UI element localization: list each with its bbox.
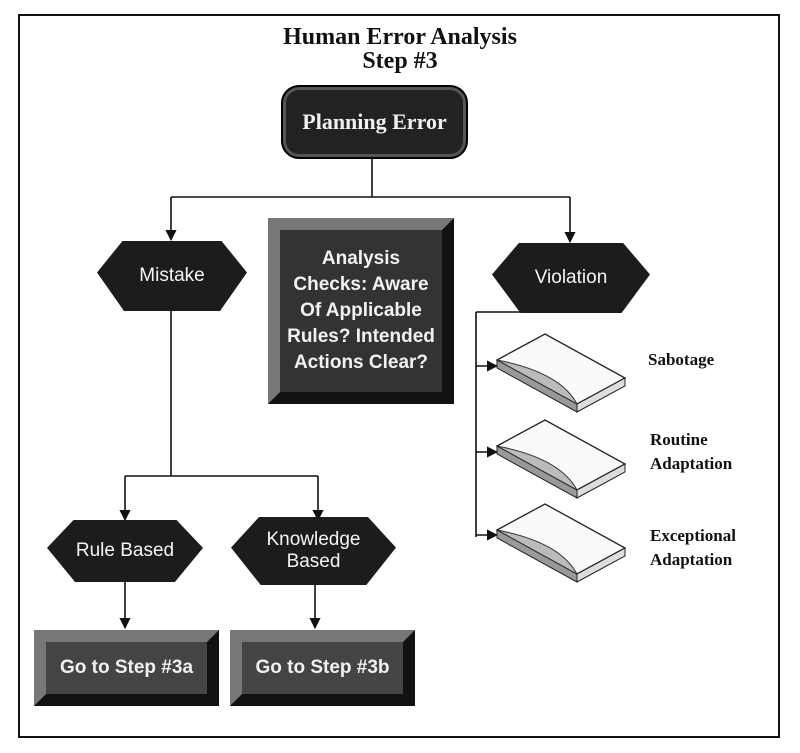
diagram-subtitle: Step #3 xyxy=(362,48,438,74)
rule-based-node: Rule Based xyxy=(47,520,203,582)
rule-based-label: Rule Based xyxy=(75,540,175,561)
exceptional-adaptation-label: Exceptional Adaptation xyxy=(650,526,736,569)
knowledge-based-label: Knowledge Based xyxy=(266,529,361,572)
sabotage-label: Sabotage xyxy=(648,350,715,369)
planning-error-node: Planning Error xyxy=(281,85,468,159)
go-to-step-3b-label: Go to Step #3b xyxy=(255,657,390,678)
routine-adaptation-card-icon xyxy=(495,419,627,499)
mistake-label: Mistake xyxy=(139,265,205,286)
planning-error-label: Planning Error xyxy=(302,109,447,134)
diagram-title: Human Error Analysis xyxy=(283,24,517,50)
violation-node: Violation xyxy=(492,243,650,313)
exceptional-adaptation-card-icon xyxy=(495,503,627,583)
knowledge-based-node: Knowledge Based xyxy=(231,517,396,585)
routine-adaptation-label: Routine Adaptation xyxy=(650,430,733,473)
analysis-checks-text: Analysis Checks: Aware Of Applicable Rul… xyxy=(287,248,435,373)
mistake-node: Mistake xyxy=(97,241,247,311)
sabotage-card-icon xyxy=(495,333,627,413)
go-to-step-3b-box: Go to Step #3b xyxy=(230,630,415,706)
analysis-checks-box: Analysis Checks: Aware Of Applicable Rul… xyxy=(268,218,454,404)
violation-label: Violation xyxy=(534,267,608,288)
go-to-step-3a-label: Go to Step #3a xyxy=(59,657,194,678)
go-to-step-3a-box: Go to Step #3a xyxy=(34,630,219,706)
